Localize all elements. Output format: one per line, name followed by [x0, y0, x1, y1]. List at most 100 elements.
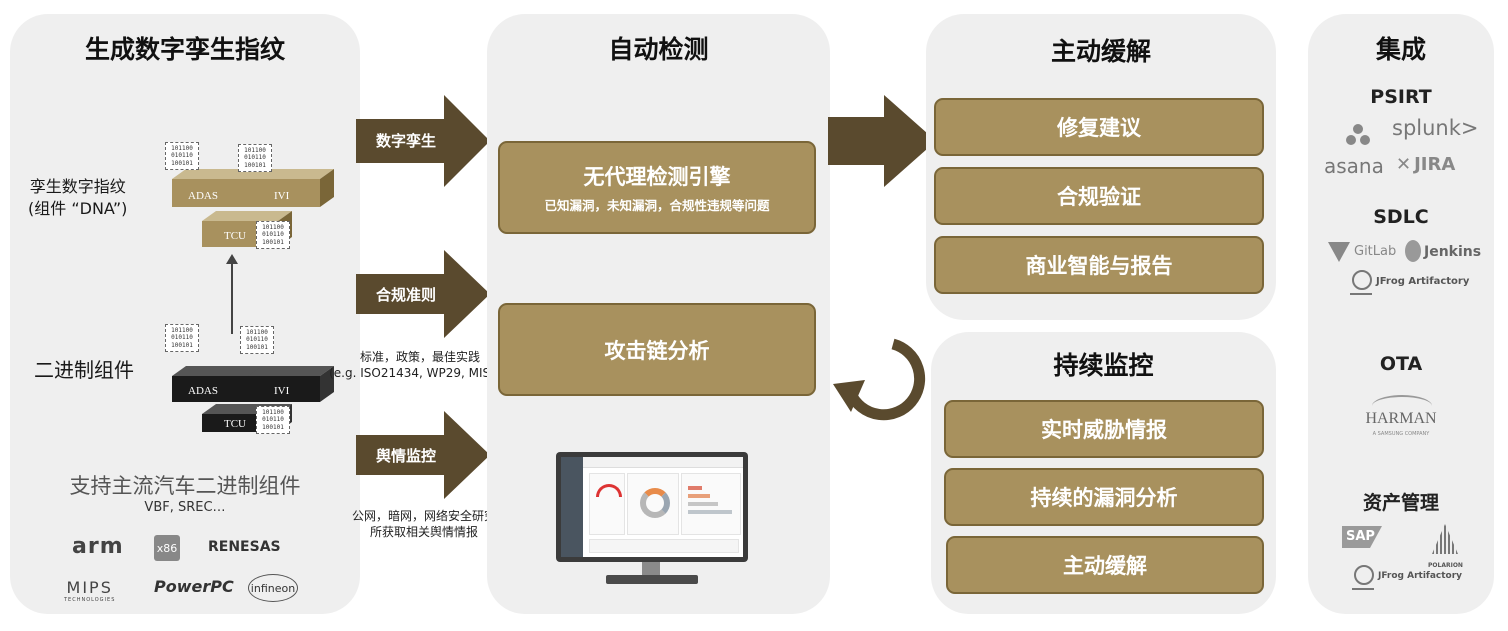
twin-tcu-label: TCU: [224, 230, 246, 242]
up-arrow: [226, 254, 238, 334]
polarion-logo: POLARION: [1428, 562, 1463, 569]
splunk-logo: splunk>: [1392, 116, 1479, 140]
twin-label: 孪生数字指纹 (组件 “DNA”): [28, 176, 127, 220]
sap-logo-text: SAP: [1346, 529, 1375, 544]
integration-title: 集成: [1375, 35, 1426, 64]
dashboard-screen: [561, 457, 743, 557]
polarion-icon: [1432, 524, 1458, 554]
jenkins-logo: Jenkins: [1424, 244, 1482, 260]
jfrog-logo: JFrog Artifactory: [1376, 276, 1470, 287]
jfrog-icon-2-base: [1352, 588, 1374, 590]
monitoring-item-2-label: 持续的漏洞分析: [1030, 486, 1178, 510]
mips-logo-sub: TECHNOLOGIES: [64, 597, 116, 603]
asana-dots-icon: [1346, 124, 1370, 148]
jira-icon: ✕: [1396, 154, 1412, 175]
compliance-note-line1: 标准，政策，最佳实践: [359, 350, 480, 364]
dashboard-footer-row: [589, 539, 739, 553]
mips-logo-text: MIPS: [66, 578, 113, 597]
bar-3: [688, 502, 718, 506]
cycle-arrow-icon: [833, 338, 926, 421]
binary-tcu-label: TCU: [224, 418, 246, 430]
agentless-engine-box: 无代理检测引擎 已知漏洞，未知漏洞，合规性违规等问题: [498, 141, 816, 234]
monitoring-item-3: 主动缓解: [946, 536, 1264, 594]
mitigation-item-1: 修复建议: [934, 98, 1264, 156]
twin-adas-label: ADAS: [188, 190, 218, 202]
compliance-note: 标准，政策，最佳实践 (e.g. ISO21434, WP29, MISRA): [326, 349, 514, 381]
arm-logo: arm: [72, 534, 124, 559]
support-text: 支持主流汽车二进制组件: [69, 474, 301, 498]
gitlab-logo: GitLab: [1354, 244, 1397, 259]
binary-chip-diagram: ADAS IVI TCU: [172, 366, 334, 432]
dashboard-card-gauge: [589, 473, 625, 535]
attack-chain-box: 攻击链分析: [498, 303, 816, 396]
powerpc-logo: PowerPC: [154, 577, 234, 596]
monitoring-item-1-label: 实时威胁情报: [1041, 418, 1167, 442]
twin-label-line2: (组件 “DNA”): [28, 199, 128, 218]
psirt-label: PSIRT: [1370, 86, 1432, 108]
arrow-digital-twin: [356, 95, 490, 187]
jira-logo: ✕JIRA: [1396, 154, 1455, 175]
dashboard-header: [583, 457, 743, 468]
x86-logo-text: x86: [156, 541, 178, 555]
integration-panel: 集成 PSIRT splunk> asana ✕JIRA SDLC GitLab…: [1308, 14, 1494, 614]
mitigation-item-2: 合规验证: [934, 167, 1264, 225]
compliance-note-line2: (e.g. ISO21434, WP29, MISRA): [329, 366, 511, 380]
fingerprint-title: 生成数字孪生指纹: [84, 35, 285, 64]
monitor-base: [606, 575, 698, 584]
mitigation-item-1-label: 修复建议: [1057, 116, 1141, 140]
monitoring-item-1: 实时威胁情报: [944, 400, 1264, 458]
arrow-compliance-label: 合规准则: [376, 286, 437, 304]
twin-label-line1: 孪生数字指纹: [29, 177, 126, 196]
bar-4: [688, 510, 732, 514]
mitigation-item-3: 商业智能与报告: [934, 236, 1264, 294]
monitor-neck: [642, 562, 660, 576]
arrow-to-mitigation: [828, 95, 936, 187]
harman-sub-logo: A SAMSUNG COMPANY: [1372, 431, 1430, 437]
mitigation-item-3-label: 商业智能与报告: [1025, 254, 1173, 278]
dashboard-sidebar: [561, 457, 583, 557]
jira-logo-text: JIRA: [1414, 154, 1456, 175]
dashboard-card-donut: [627, 473, 679, 535]
bar-2: [688, 494, 710, 498]
sap-logo: SAP: [1342, 526, 1382, 548]
monitoring-item-2: 持续的漏洞分析: [944, 468, 1264, 526]
fingerprint-panel: 生成数字孪生指纹 孪生数字指纹 (组件 “DNA”) ADAS IVI TCU …: [10, 14, 360, 614]
bar-1: [688, 486, 702, 490]
jfrog-icon-2: [1354, 565, 1374, 585]
twin-ivi-label: IVI: [274, 190, 290, 202]
sdlc-label: SDLC: [1373, 206, 1429, 228]
infineon-logo-text: infineon: [250, 581, 296, 595]
binary-adas-label: ADAS: [188, 385, 218, 397]
jenkins-icon: [1405, 240, 1421, 262]
dashboard-card-bars: [681, 473, 741, 535]
sentiment-note-line1: 公网，暗网，网络安全研究: [351, 509, 496, 523]
detection-title: 自动检测: [608, 35, 709, 64]
mitigation-item-2-label: 合规验证: [1057, 185, 1141, 209]
x86-logo: x86: [154, 535, 180, 561]
sentiment-note-line2: 所获取相关舆情情报: [369, 525, 478, 539]
infineon-logo: infineon: [248, 574, 298, 602]
arrow-digital-twin-label: 数字孪生: [376, 132, 437, 150]
binary-ivi-label: IVI: [274, 385, 290, 397]
agentless-engine-sub: 已知漏洞，未知漏洞，合规性违规等问题: [544, 198, 770, 213]
gitlab-fox-icon: [1328, 242, 1350, 262]
arrow-sentiment-label: 舆情监控: [376, 447, 437, 465]
ota-label: OTA: [1379, 353, 1423, 375]
dashboard-monitor: [556, 452, 748, 562]
mitigation-title: 主动缓解: [1050, 37, 1151, 66]
agentless-engine-title: 无代理检测引擎: [583, 165, 731, 189]
monitoring-title: 持续监控: [1053, 351, 1154, 380]
formats-text: VBF, SREC…: [144, 500, 226, 515]
asana-logo: asana: [1324, 154, 1384, 178]
renesas-logo: RENESAS: [208, 539, 281, 555]
jfrog-logo-2: JFrog Artifactory: [1378, 571, 1463, 581]
jfrog-icon: [1352, 270, 1372, 290]
arrow-sentiment: [356, 411, 490, 499]
monitoring-item-3-label: 主动缓解: [1063, 554, 1147, 578]
